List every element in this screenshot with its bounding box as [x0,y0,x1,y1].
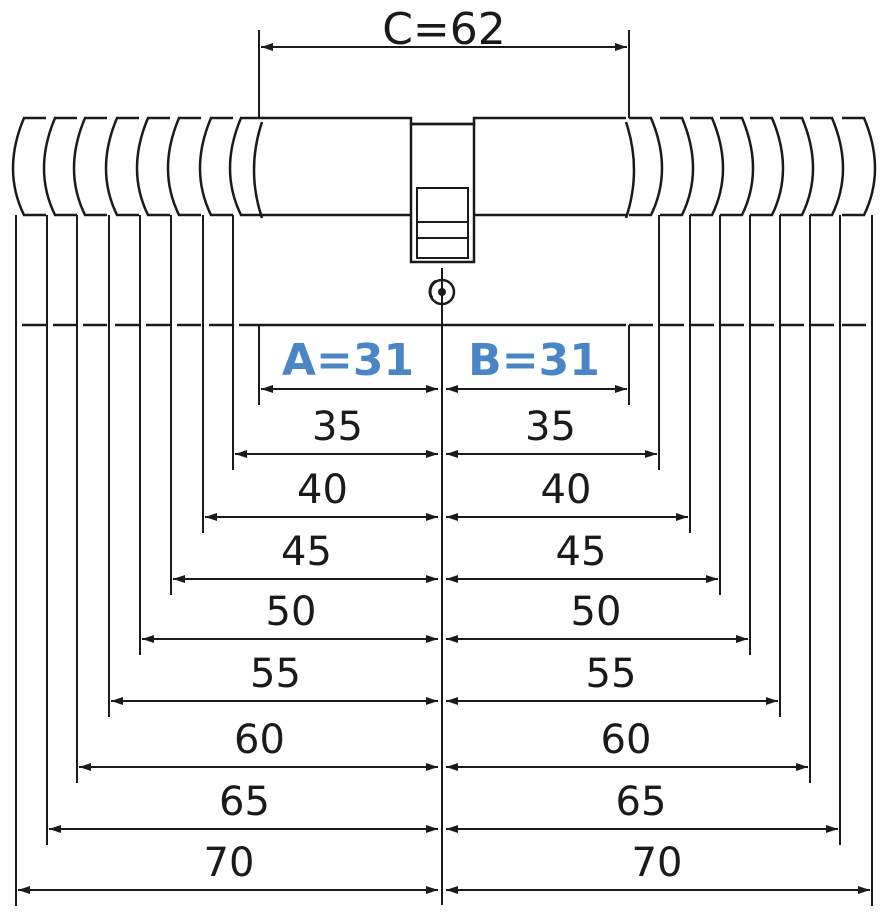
side-a-label: A=31 [282,335,414,386]
left-extension-55 [104,116,139,327]
left-length-label: 65 [219,779,270,825]
left-extension-35 [228,116,263,327]
left-length-label: 60 [234,717,285,763]
right-extension-50 [720,116,755,327]
right-extension-70 [842,116,877,327]
right-extension-45 [690,116,725,327]
right-length-label: 70 [632,840,683,886]
overall-length-label: C=62 [382,4,506,55]
right-length-label: 55 [586,651,637,697]
right-extension-40 [660,116,695,327]
right-length-label: 35 [525,404,576,450]
right-length-label: 40 [541,467,592,513]
right-extension-60 [780,116,815,327]
side-dimensions: A=31 B=31 [258,325,630,405]
left-extension-50 [135,116,170,327]
right-extension-65 [810,116,845,327]
overall-dimension: C=62 [258,4,630,118]
left-length-label: 40 [297,467,348,513]
left-length-label: 35 [312,404,363,450]
left-extension-40 [198,116,233,327]
extension-profiles [11,116,877,327]
cylinder-body [262,116,626,327]
left-length-label: 45 [281,529,332,575]
left-length-label: 70 [204,840,255,886]
right-extension-35 [629,116,664,327]
right-length-label: 65 [616,779,667,825]
right-length-label: 45 [556,529,607,575]
left-extension-45 [166,116,201,327]
side-b-label: B=31 [468,335,600,386]
left-length-label: 55 [250,651,301,697]
left-extension-65 [42,116,77,327]
right-length-label: 60 [601,717,652,763]
right-extension-55 [750,116,785,327]
left-length-label: 50 [266,589,317,635]
right-length-label: 50 [571,589,622,635]
left-extension-60 [72,116,107,327]
left-extension-70 [11,116,46,327]
length-dimension-rows: 35 35 40 40 45 45 50 50 55 55 60 60 65 65 70 70 [15,325,873,906]
